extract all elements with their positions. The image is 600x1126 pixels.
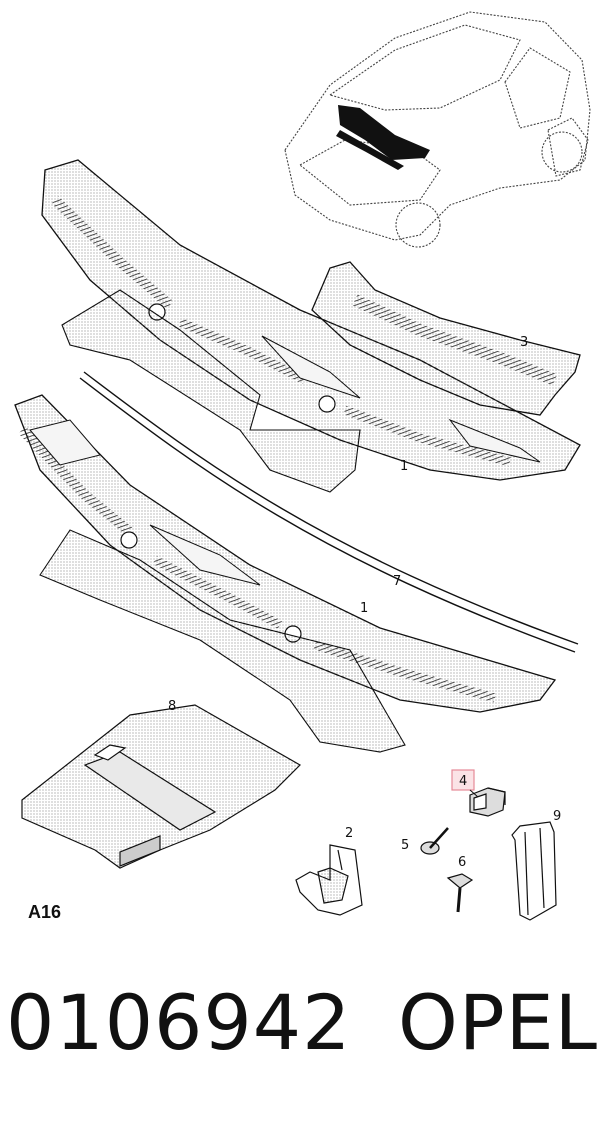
callout-5: 5	[401, 838, 409, 853]
callout-9: 9	[553, 809, 561, 824]
brand-name: OPEL	[398, 978, 599, 1067]
channel-part-9	[511, 821, 557, 921]
callout-7: 7	[393, 574, 401, 589]
seal-strip	[79, 371, 579, 653]
callout-4: 4	[459, 774, 467, 789]
callout-8: 8	[168, 699, 176, 714]
bolt-part-6	[446, 873, 474, 913]
callout-3: 3	[520, 335, 528, 350]
water-deflector	[311, 261, 581, 416]
bracket-part-2	[295, 844, 363, 916]
callout-1-lower: 1	[360, 601, 368, 616]
exploded-parts-diagram: 3 1 7 1 8 4 2 5 6 9	[14, 11, 591, 921]
clip-part-4	[469, 787, 506, 817]
cowl-panel-lower	[14, 394, 557, 753]
callout-4-leader	[469, 789, 479, 798]
screw-part-5	[420, 827, 449, 855]
callout-labels: 3 1 7 1 8 4 2 5 6 9	[168, 335, 561, 870]
callout-4-highlight	[451, 769, 475, 791]
callout-1-upper: 1	[400, 459, 408, 474]
vehicle-outline	[284, 11, 591, 248]
callout-2: 2	[345, 826, 353, 841]
cowl-panel-upper	[41, 159, 581, 493]
vehicle-cowl-highlight	[336, 105, 430, 170]
sheet-code: A16	[28, 902, 62, 922]
callout-6: 6	[458, 855, 466, 870]
part-number: 0106942	[6, 978, 352, 1067]
cover-tray	[21, 704, 301, 869]
